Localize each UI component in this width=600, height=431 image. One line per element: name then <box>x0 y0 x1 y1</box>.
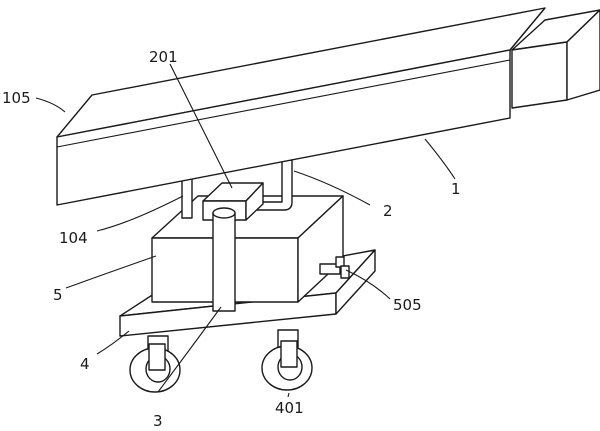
reference-labels: 105 201 104 1 2 5 505 4 3 401 <box>2 48 461 430</box>
label-2: 2 <box>383 202 393 220</box>
label-104: 104 <box>59 229 88 247</box>
wheel-left <box>129 335 181 393</box>
label-105: 105 <box>2 89 31 107</box>
label-201: 201 <box>149 48 178 66</box>
label-3: 3 <box>153 412 163 430</box>
label-5: 5 <box>53 286 63 304</box>
wheel-right <box>261 329 313 391</box>
leader-lines <box>35 63 456 398</box>
trough <box>56 7 600 206</box>
label-4: 4 <box>80 355 90 373</box>
label-1: 1 <box>451 180 461 198</box>
label-401: 401 <box>275 399 304 417</box>
label-505: 505 <box>393 296 422 314</box>
vertical-pipe <box>212 207 236 312</box>
